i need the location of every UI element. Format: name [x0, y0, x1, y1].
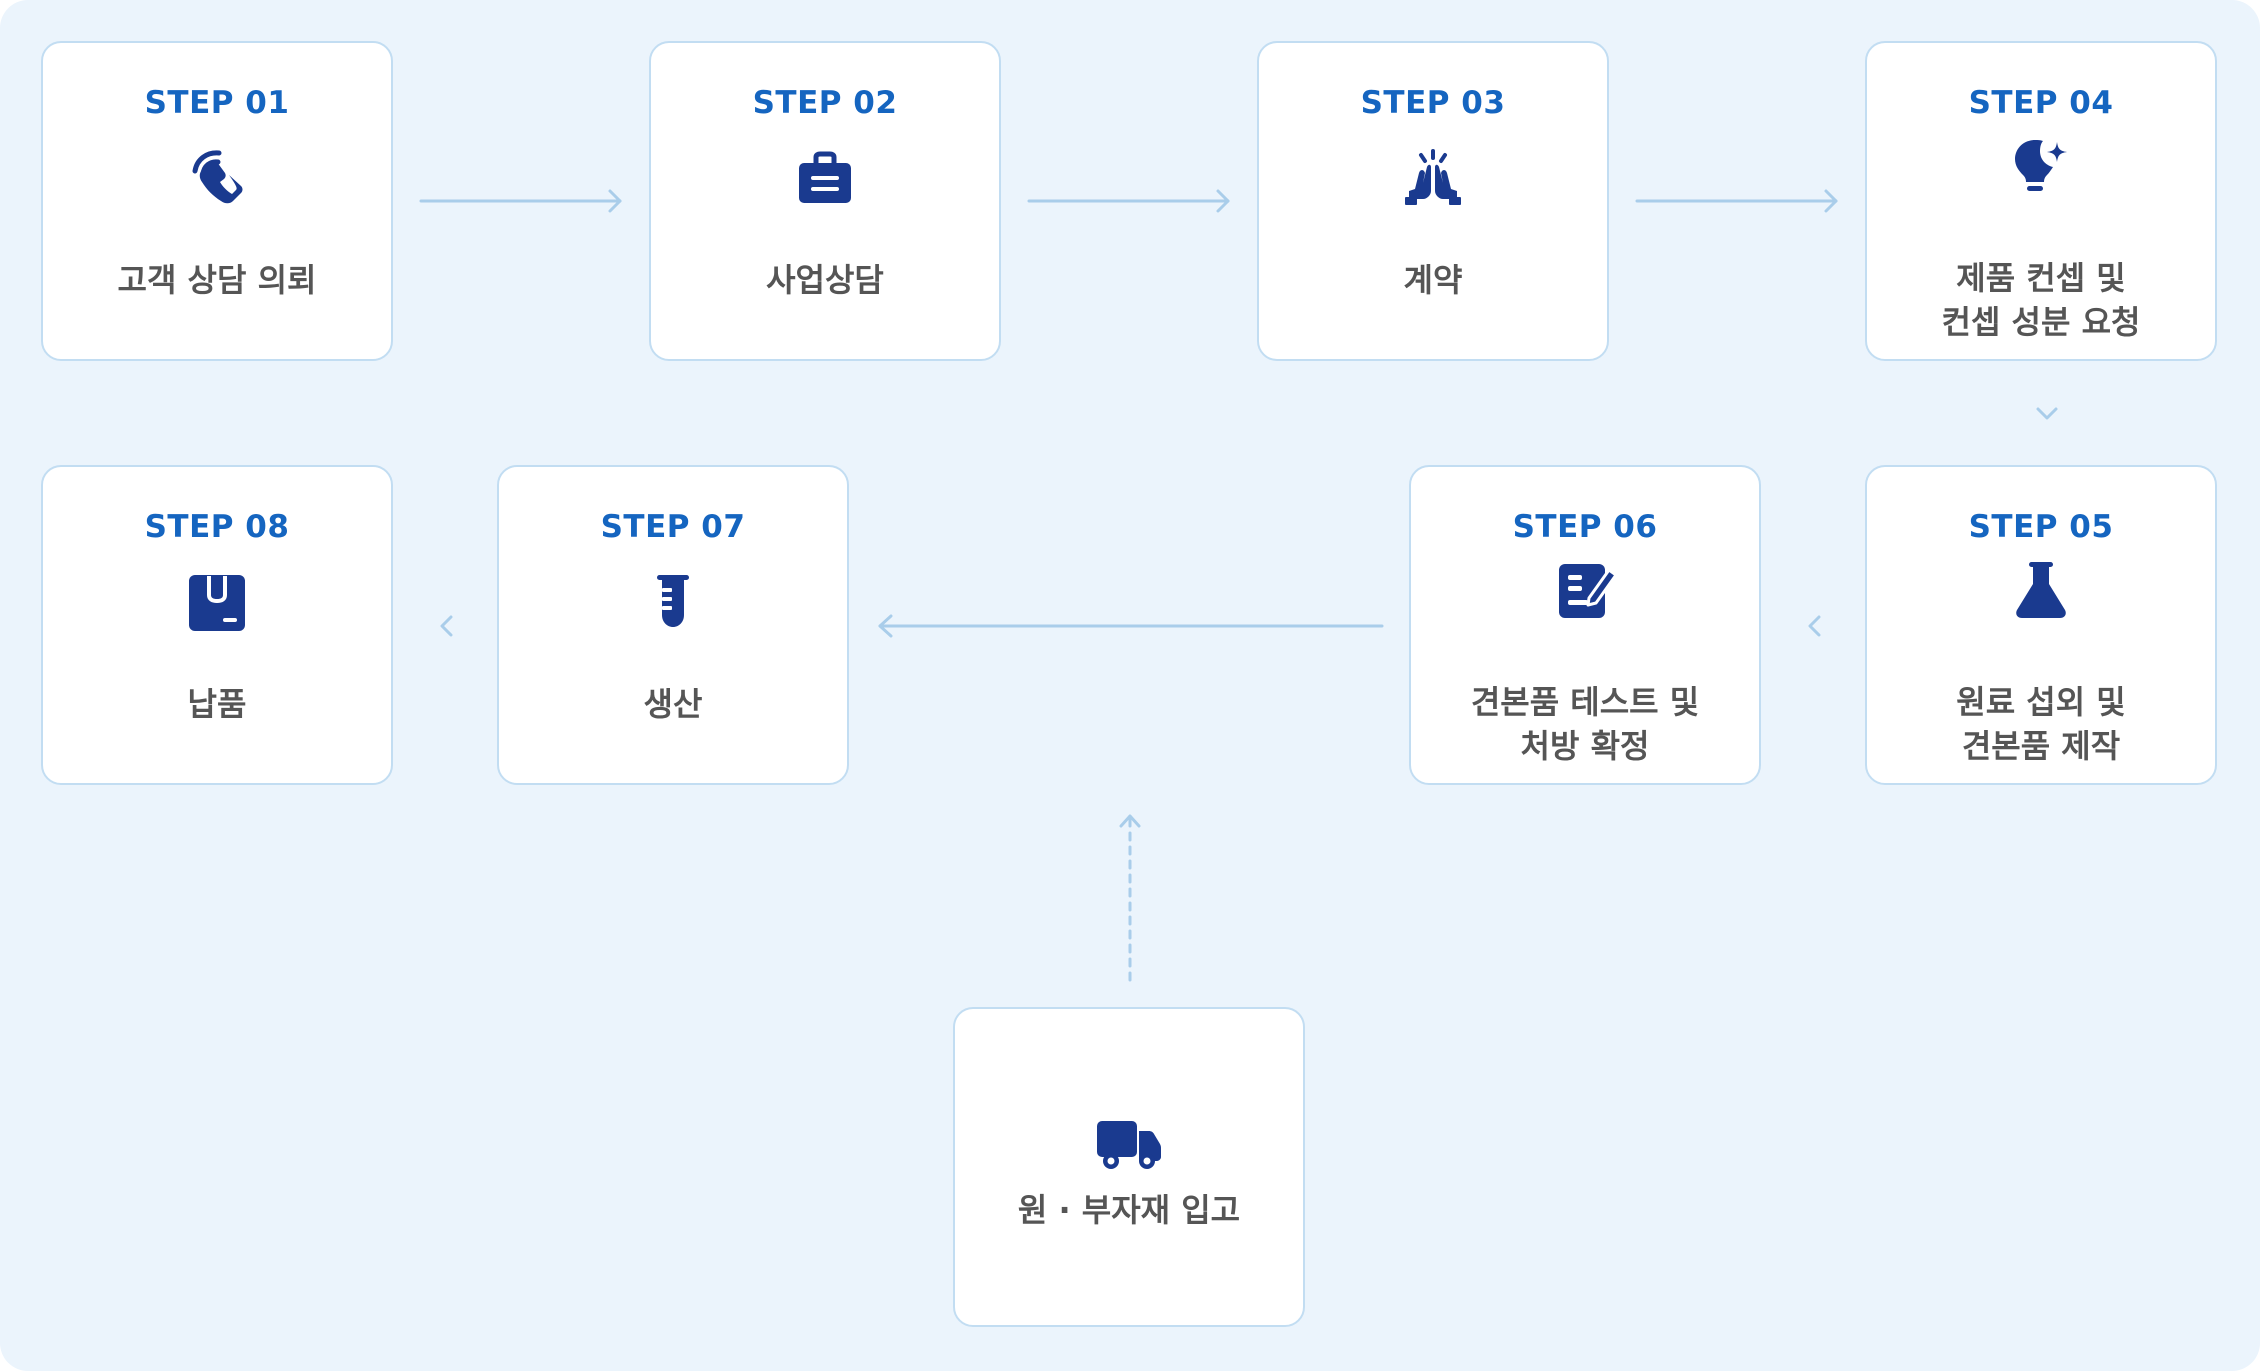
- step-08-card: STEP 08 납품: [41, 465, 393, 785]
- arrow-step05-to-step06: [1808, 615, 1821, 637]
- step-04-card: STEP 04 제품 컨셉 및 컨셉 성분 요청: [1865, 41, 2217, 361]
- step-label: 생산: [643, 685, 703, 723]
- lightbulb-icon: [2005, 130, 2077, 202]
- step-01-card: STEP 01 고객 상담 의뢰: [41, 41, 393, 361]
- arrow-step01-to-step02: [419, 189, 622, 213]
- supply-label: 원 · 부자재 입고: [1017, 1191, 1241, 1229]
- step-number: STEP 08: [144, 509, 290, 545]
- arrow-step03-to-step04: [1635, 189, 1838, 213]
- step-02-card: STEP 02 사업상담: [649, 41, 1001, 361]
- briefcase-icon: [789, 143, 861, 215]
- phone-icon: [181, 143, 253, 215]
- step-label: 원료 섭외 및 견본품 제작: [1956, 683, 2126, 765]
- package-icon: [181, 567, 253, 639]
- edit-document-icon: [1549, 554, 1621, 626]
- handshake-icon: [1397, 143, 1469, 215]
- step-label: 납품: [187, 685, 247, 723]
- step-03-card: STEP 03 계약: [1257, 41, 1609, 361]
- arrow-step02-to-step03: [1027, 189, 1230, 213]
- step-number: STEP 01: [144, 85, 290, 121]
- truck-icon: [1093, 1105, 1165, 1177]
- step-label: 계약: [1403, 261, 1463, 299]
- arrow-step07-to-step08: [440, 615, 453, 637]
- step-number: STEP 07: [600, 509, 746, 545]
- supply-card: 원 · 부자재 입고: [953, 1007, 1305, 1327]
- step-number: STEP 06: [1512, 509, 1658, 545]
- test-tube-icon: [637, 567, 709, 639]
- step-07-card: STEP 07 생산: [497, 465, 849, 785]
- step-number: STEP 03: [1360, 85, 1506, 121]
- step-number: STEP 02: [752, 85, 898, 121]
- step-label: 사업상담: [766, 261, 884, 299]
- step-label: 제품 컨셉 및 컨셉 성분 요청: [1941, 259, 2141, 341]
- step-06-card: STEP 06 견본품 테스트 및 처방 확정: [1409, 465, 1761, 785]
- arrow-supply-to-step07: [1119, 814, 1141, 982]
- step-number: STEP 05: [1968, 509, 2114, 545]
- arrow-step04-to-step05: [2036, 407, 2058, 420]
- step-number: STEP 04: [1968, 85, 2114, 121]
- step-label: 고객 상담 의뢰: [117, 261, 317, 299]
- arrow-step06-to-step07: [878, 614, 1384, 638]
- step-label: 견본품 테스트 및 처방 확정: [1470, 683, 1700, 765]
- step-05-card: STEP 05 원료 섭외 및 견본품 제작: [1865, 465, 2217, 785]
- flask-icon: [2005, 554, 2077, 626]
